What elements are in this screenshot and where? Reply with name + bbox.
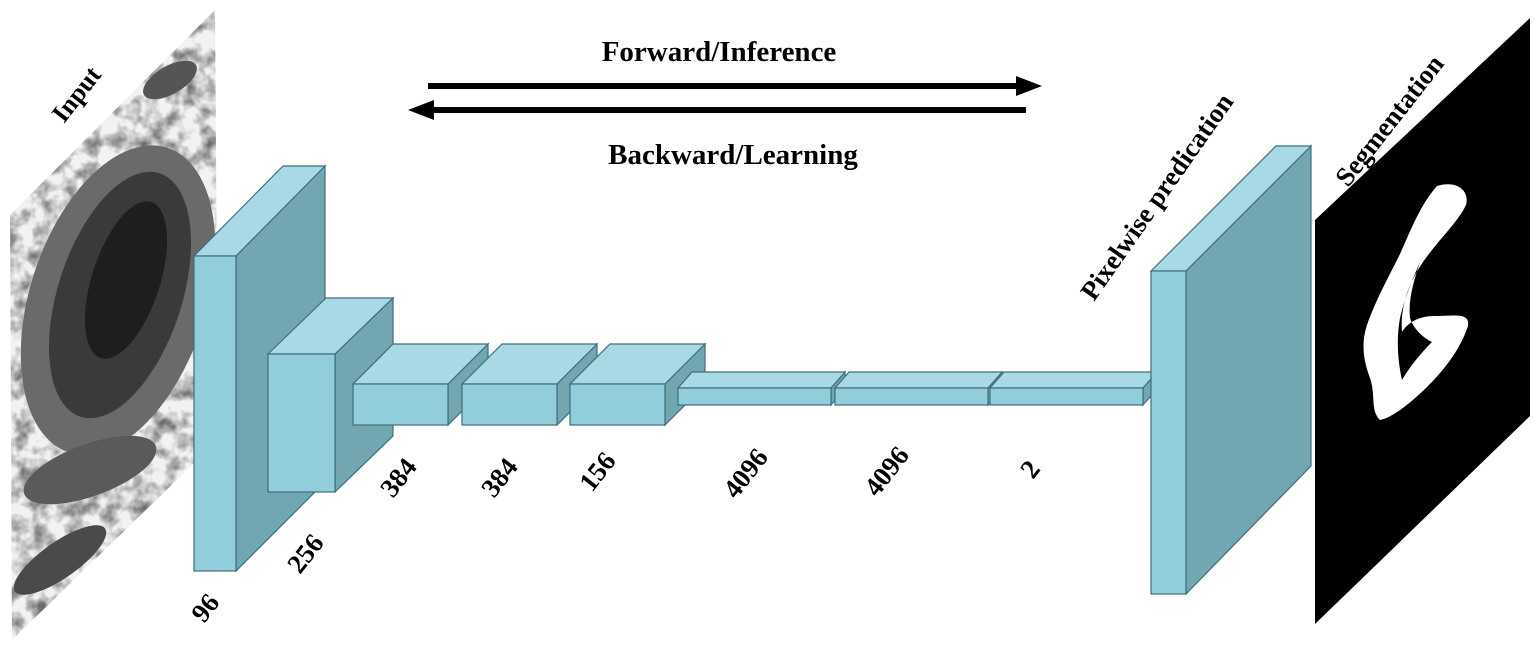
pixelwise-prediction-block [1149,144,1313,596]
fc7-block [833,370,1004,407]
layer-label-conv3: 384 [374,452,423,502]
direction-arrows [408,76,1042,120]
fc8-block [988,370,1159,407]
segmentation-image [1315,18,1530,624]
forward-label: Forward/Inference [602,36,837,68]
layer-label-conv5: 156 [573,446,622,496]
backward-label: Backward/Learning [608,139,858,171]
input-label: Input [46,61,107,128]
layer-label-conv1: 96 [185,588,225,628]
conv5-block [568,342,707,427]
layer-label-fc7: 4096 [858,441,915,502]
layer-label-conv2: 256 [281,528,330,578]
backward-arrowhead-icon [408,100,434,120]
conv4-block [460,342,599,427]
forward-arrowhead-icon [1016,76,1042,96]
fc6-block [676,370,847,407]
layer-label-fc8: 2 [1014,455,1046,484]
segmentation-mask [1363,184,1469,420]
layer-label-fc6: 4096 [717,443,774,504]
layer-label-conv4: 384 [475,452,524,502]
